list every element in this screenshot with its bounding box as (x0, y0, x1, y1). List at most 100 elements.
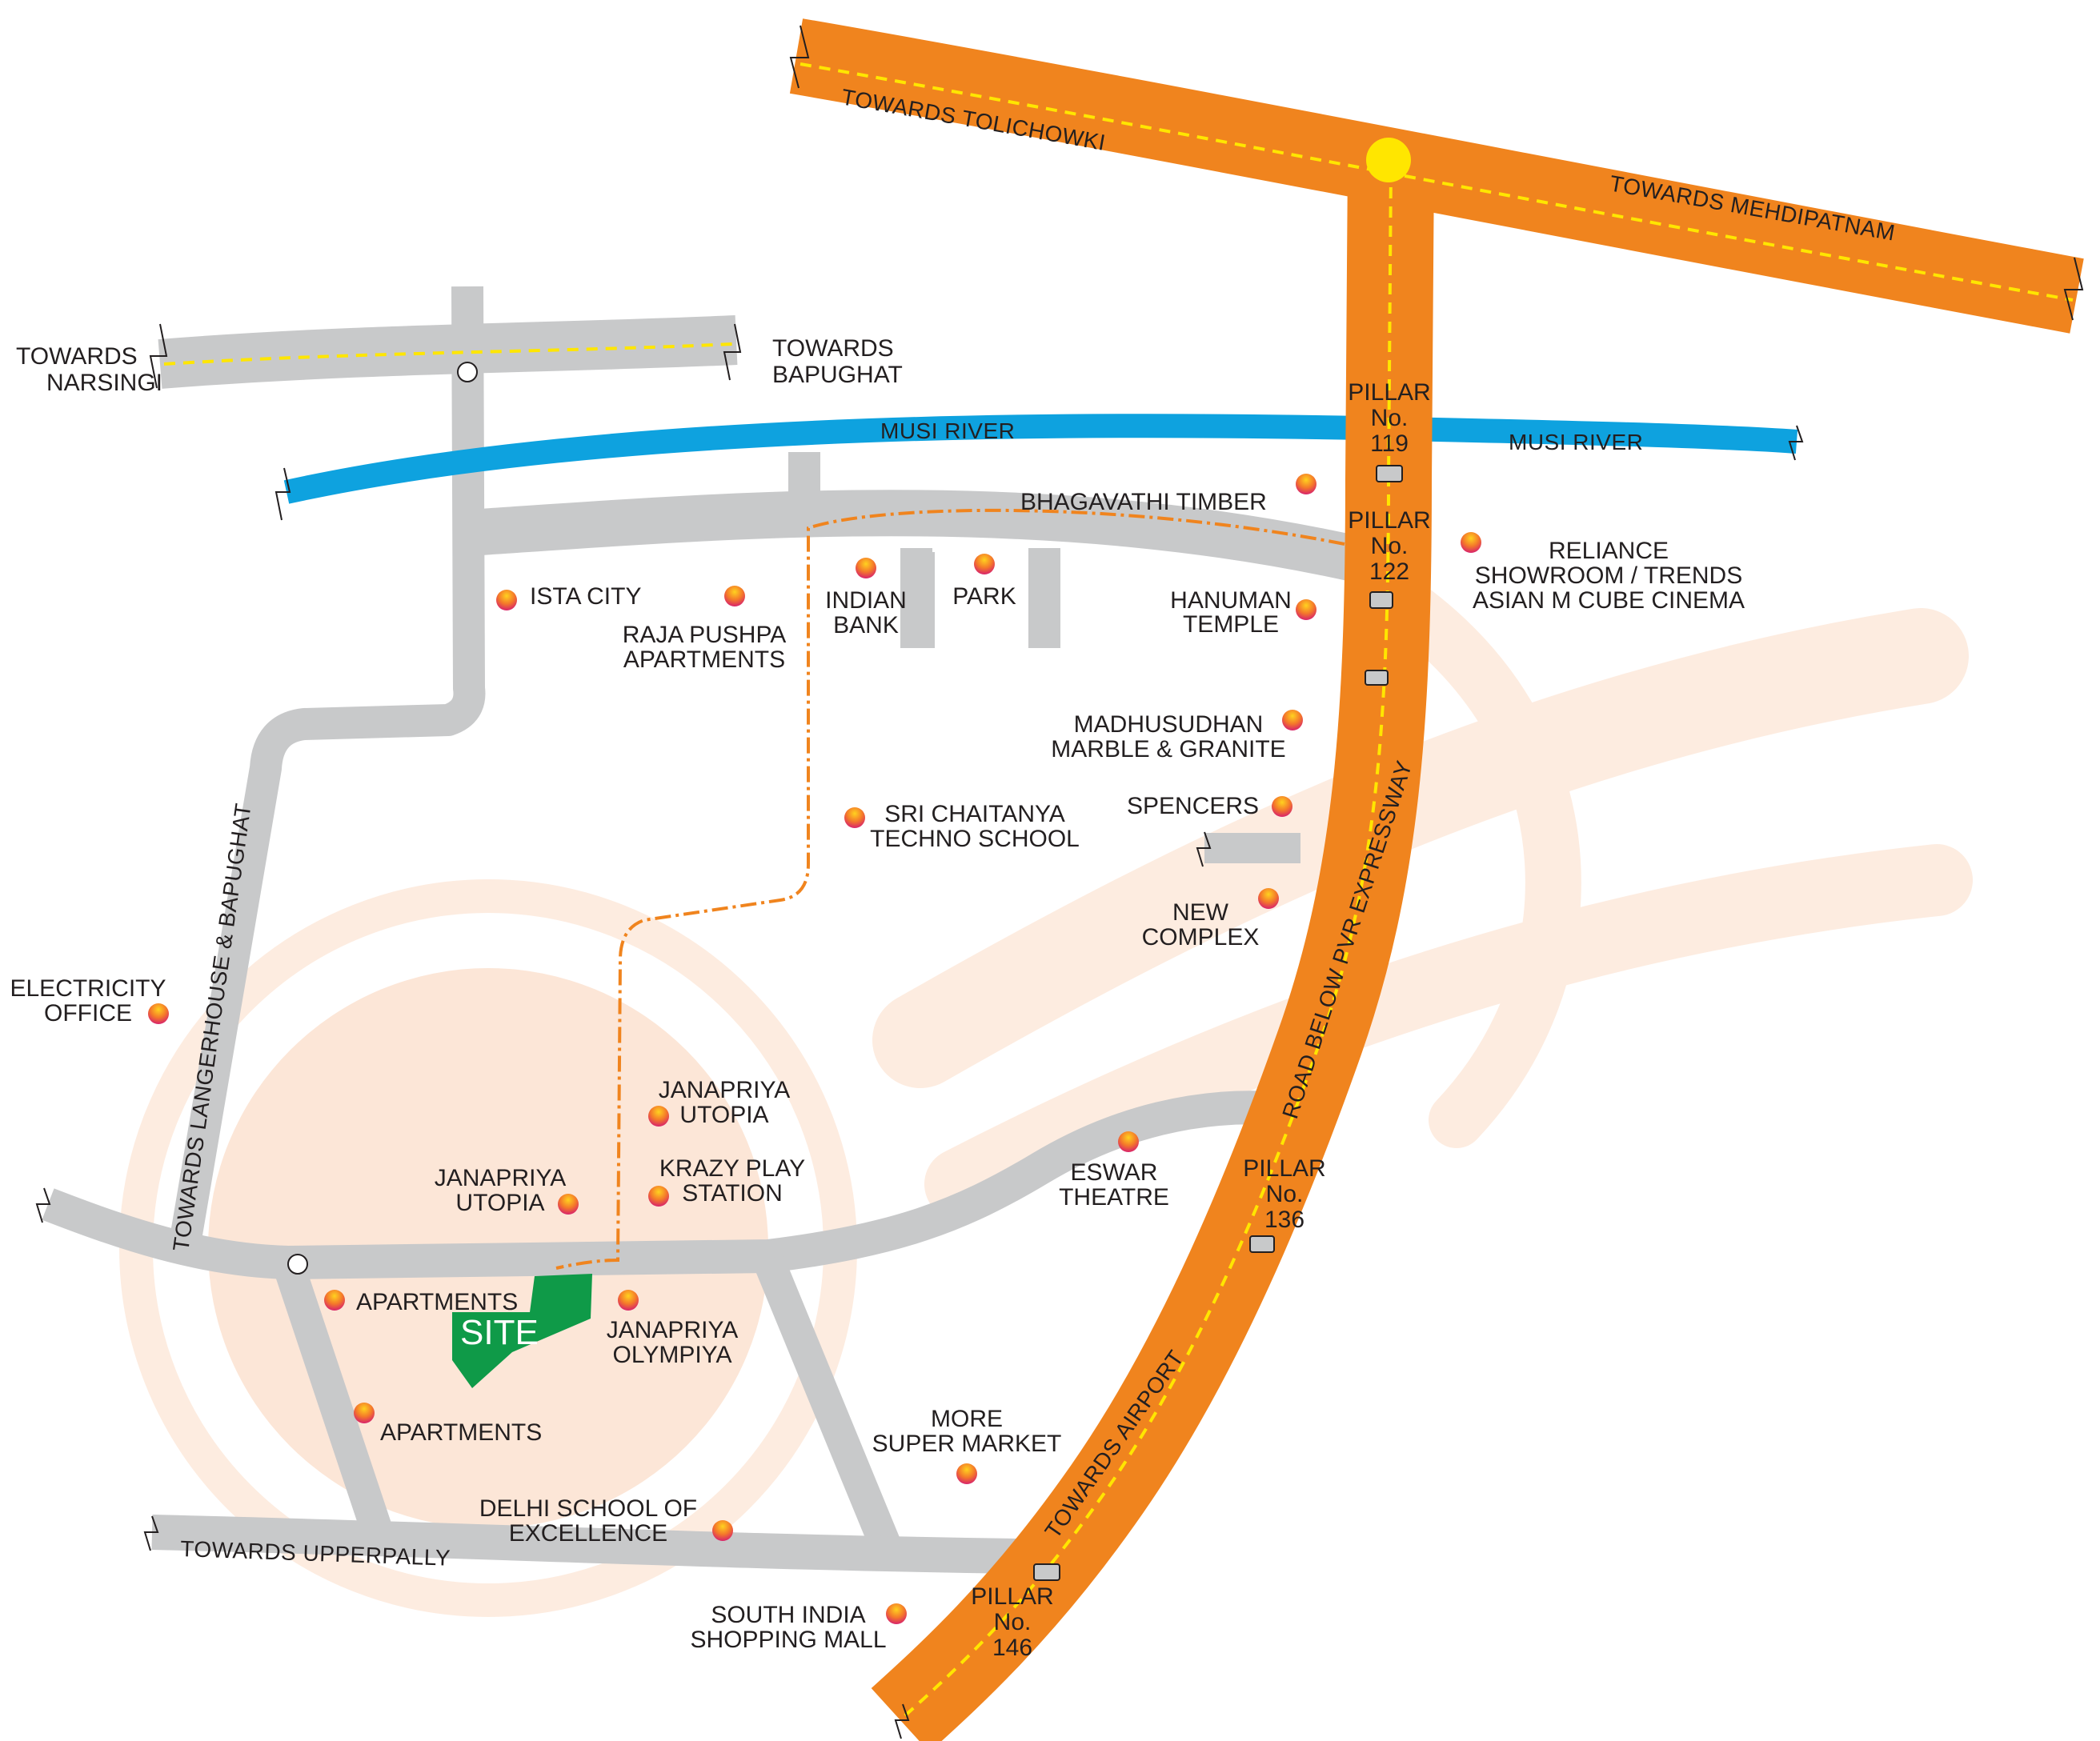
label-raja-l2: APARTMENTS (623, 646, 785, 673)
dot-electricity (148, 1003, 169, 1024)
pillar-146-l1: PILLAR (971, 1583, 1053, 1610)
more-road (753, 1254, 904, 1559)
pillar-122-l2: No. (1371, 533, 1409, 559)
label-apartments-1: APARTMENTS (356, 1289, 518, 1315)
dot-bhagavathi (1296, 474, 1317, 494)
watermark (119, 580, 1973, 1617)
pillar-119-l1: PILLAR (1348, 379, 1430, 406)
dot-reliance (1461, 532, 1481, 553)
mehdipatnam-junction (1366, 138, 1411, 182)
road-break-marks (35, 25, 2084, 1739)
dot-park (974, 554, 995, 574)
label-madhusudhan-l1: MADHUSUDHAN (1074, 711, 1264, 738)
main-road-junction (287, 1254, 308, 1275)
dot-new-complex (1258, 888, 1279, 909)
label-reliance-l1: RELIANCE (1549, 538, 1669, 564)
label-olympiya-l2: OLYMPIYA (613, 1342, 732, 1368)
dot-eswar (1118, 1131, 1139, 1152)
label-narsingi-l2: NARSINGI (46, 370, 162, 396)
pillar-122-l1: PILLAR (1348, 507, 1430, 534)
label-indian-bank-l1: INDIAN (825, 587, 907, 614)
pillar-146-l3: 146 (992, 1635, 1032, 1661)
label-electricity-l2: OFFICE (44, 1000, 132, 1027)
pillar-122-l3: 122 (1369, 558, 1409, 585)
label-janapriya-utopia-1-l1: JANAPRIYA (659, 1077, 791, 1103)
pillar-136-l3: 136 (1264, 1207, 1304, 1233)
musi-river (283, 414, 1798, 504)
label-reliance-l3: ASIAN M CUBE CINEMA (1473, 587, 1745, 614)
label-chaitanya-l1: SRI CHAITANYA (884, 801, 1065, 827)
dot-olympiya (618, 1290, 639, 1311)
river-labels: MUSI RIVER MUSI RIVER (880, 418, 1643, 454)
pillar-119-l3: 119 (1370, 430, 1409, 457)
pillar-136-marker (1249, 1235, 1275, 1253)
label-hanuman-l1: HANUMAN (1170, 587, 1292, 614)
label-new-complex-l1: NEW (1172, 899, 1229, 926)
dot-south-india (886, 1603, 907, 1624)
main-east-west-road (42, 1091, 1274, 1279)
pillar-146-marker (1033, 1563, 1060, 1581)
dot-janapriya-utopia-1 (648, 1106, 669, 1127)
label-krazy-l2: STATION (682, 1180, 783, 1207)
dot-spencers (1272, 796, 1292, 817)
landmark-dots (148, 474, 1481, 1624)
pillar-119-l2: No. (1371, 405, 1409, 431)
label-chaitanya-l2: TECHNO SCHOOL (870, 826, 1080, 852)
upperpally-road (151, 1515, 1021, 1574)
label-bhagavathi: BHAGAVATHI TIMBER (1020, 489, 1267, 515)
pillar-markers (1033, 465, 1403, 1581)
dot-krazy (648, 1186, 669, 1207)
label-delhi-school-l2: EXCELLENCE (509, 1520, 667, 1547)
landmark-labels: BHAGAVATHI TIMBER RELIANCE SHOWROOM / TR… (10, 489, 1745, 1653)
pillar-119-marker (1376, 465, 1403, 482)
pillar-136-l1: PILLAR (1243, 1155, 1325, 1182)
pillar-extra-marker (1365, 670, 1389, 686)
label-indian-bank-l2: BANK (833, 612, 899, 638)
tolichowki-mehdipatnam-highway (789, 18, 2084, 334)
site-label: SITE (460, 1313, 539, 1352)
label-madhusudhan-l2: MARBLE & GRANITE (1051, 736, 1285, 762)
label-hanuman-l2: TEMPLE (1183, 611, 1279, 638)
river-label-2: MUSI RIVER (1509, 430, 1643, 454)
north-connector-road (168, 286, 486, 1251)
dot-indian-bank (856, 558, 876, 578)
label-spencers: SPENCERS (1127, 793, 1259, 819)
route-to-site (555, 508, 1345, 1270)
pillar-146-l2: No. (994, 1609, 1032, 1635)
label-olympiya-l1: JANAPRIYA (607, 1317, 739, 1343)
label-south-india-l1: SOUTH INDIA (711, 1602, 865, 1628)
dot-ista (496, 590, 517, 610)
label-reliance-l2: SHOWROOM / TRENDS (1475, 562, 1742, 589)
dot-more (956, 1463, 977, 1484)
label-eswar-l1: ESWAR (1071, 1159, 1158, 1186)
label-more-l1: MORE (931, 1406, 1003, 1432)
site-marker[interactable]: SITE (452, 1274, 592, 1388)
label-bapughat-l1: TOWARDS (772, 335, 894, 362)
label-ista: ISTA CITY (530, 583, 641, 610)
label-eswar-l2: THEATRE (1059, 1184, 1169, 1211)
river-label-1: MUSI RIVER (880, 418, 1015, 443)
dot-apartments-2 (354, 1403, 375, 1423)
highway-centerlines (163, 62, 2074, 1718)
label-more-l2: SUPER MARKET (872, 1431, 1062, 1457)
label-janapriya-utopia-2-l2: UTOPIA (455, 1190, 544, 1216)
dot-apartments-1 (324, 1290, 345, 1311)
dot-hanuman (1296, 599, 1317, 620)
label-narsingi-l1: TOWARDS (16, 343, 138, 370)
label-park: PARK (952, 583, 1016, 610)
label-delhi-school-l1: DELHI SCHOOL OF (479, 1495, 697, 1522)
label-new-complex-l2: COMPLEX (1142, 924, 1260, 951)
pillar-122-marker (1369, 591, 1393, 609)
label-south-india-l2: SHOPPING MALL (690, 1627, 886, 1653)
apartments-road (273, 1259, 391, 1534)
dot-raja (724, 586, 745, 606)
bhagavathi-road (479, 490, 1366, 583)
label-bapughat-l2: BAPUGHAT (772, 362, 903, 388)
pillar-labels: PILLAR No. 119 PILLAR No. 122 PILLAR No.… (971, 379, 1430, 1661)
pillar-136-l2: No. (1266, 1181, 1304, 1207)
dot-chaitanya (844, 807, 865, 828)
dot-delhi-school (712, 1520, 733, 1541)
label-krazy-l1: KRAZY PLAY (659, 1155, 805, 1182)
narsingi-junction (457, 362, 478, 382)
